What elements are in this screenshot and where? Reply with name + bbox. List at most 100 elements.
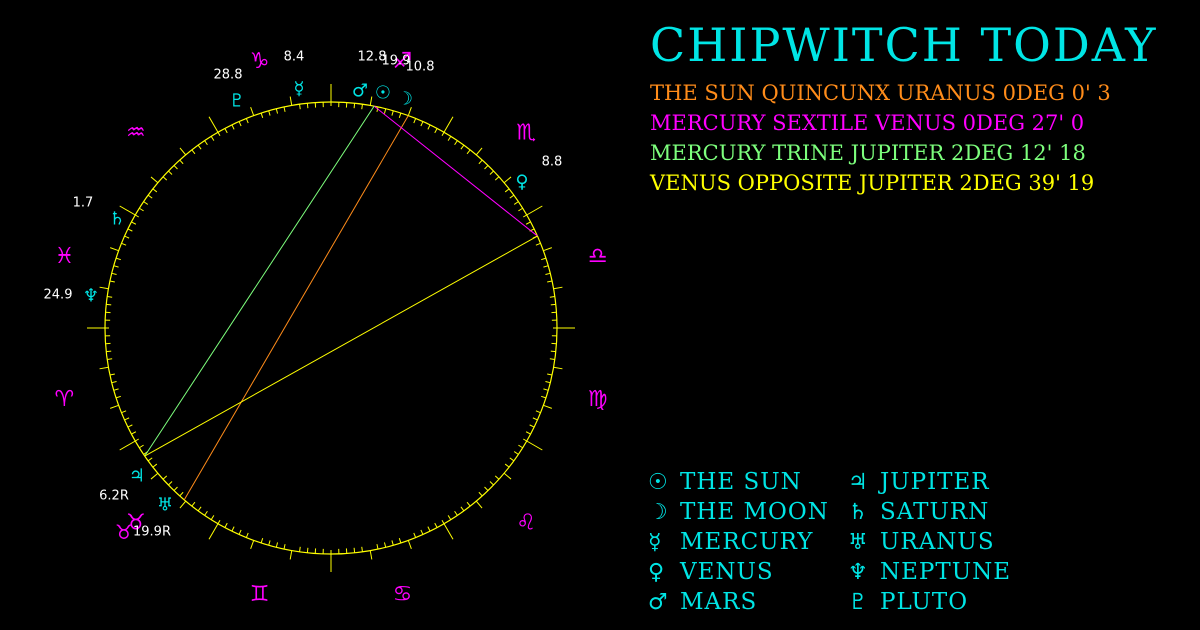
degree-tick	[466, 501, 471, 507]
degree-tick	[361, 104, 363, 110]
uranus-icon: ♅	[157, 495, 173, 516]
degree-tick	[535, 242, 541, 246]
degree-tick	[383, 108, 387, 114]
degree-tick	[549, 358, 555, 360]
saturn-icon: ♄	[848, 499, 868, 525]
degree-tick	[204, 510, 208, 516]
legend-label: MERCURY	[680, 529, 814, 555]
pluto-icon: ♇	[229, 91, 245, 112]
legend-label: JUPITER	[880, 469, 990, 495]
degree-tick	[162, 176, 168, 181]
degree-tick	[504, 188, 510, 193]
degree-tick	[208, 116, 221, 136]
degree-tick	[210, 515, 215, 520]
leo-icon: ♌	[516, 511, 536, 536]
legend-label: MARS	[680, 589, 758, 615]
degree-tick	[478, 159, 483, 165]
degree-tick	[441, 116, 454, 136]
degree-tick	[369, 550, 373, 560]
virgo-icon: ♍	[588, 387, 608, 412]
degree-tick	[224, 128, 228, 134]
degree-tick	[115, 257, 121, 261]
degree-tick	[204, 140, 208, 146]
degree-tick	[152, 463, 158, 468]
aspect-line-venus-jupiter	[144, 235, 538, 457]
saturn-degree-label: 1.7	[73, 196, 94, 211]
legend-item-mars: ♂ MARS	[648, 587, 757, 617]
mercury-icon: ☿	[293, 79, 304, 100]
degree-tick	[447, 515, 452, 520]
degree-tick	[547, 280, 553, 283]
degree-tick	[478, 491, 483, 497]
jupiter-icon: ♃	[129, 466, 145, 487]
degree-tick	[250, 107, 255, 116]
degree-tick	[489, 481, 494, 486]
degree-tick	[550, 303, 556, 306]
sun-icon: ☉	[375, 83, 391, 104]
degree-tick	[460, 144, 465, 150]
pluto-icon: ♇	[848, 589, 868, 615]
moon-icon: ☽	[397, 89, 413, 110]
degree-tick	[543, 247, 552, 252]
degree-tick	[119, 438, 139, 451]
sagittarius-icon: ♐	[393, 49, 413, 74]
degree-tick	[115, 395, 121, 399]
degree-tick	[376, 544, 379, 550]
degree-tick	[179, 159, 184, 165]
aspect-mercury-trine-jupiter: MERCURY TRINE JUPITER 2DEG 12' 18	[650, 141, 1086, 165]
taurus-icon: ♉	[115, 520, 133, 544]
degree-tick	[553, 286, 563, 290]
degree-tick	[231, 526, 235, 532]
degree-tick	[113, 265, 119, 268]
degree-tick	[441, 520, 454, 540]
degree-tick	[109, 373, 115, 376]
degree-tick	[523, 438, 543, 451]
aspect-sun-quincunx-uranus: THE SUN QUINCUNX URANUS 0DEG 0' 3	[650, 81, 1111, 105]
degree-tick	[131, 431, 137, 435]
degree-tick	[549, 296, 555, 298]
degree-tick	[503, 176, 512, 184]
mars-icon: ♂	[352, 81, 368, 102]
degree-tick	[106, 303, 112, 306]
sun_deg-degree-label: 19.9	[382, 54, 411, 69]
legend-item-jupiter: ♃ JUPITER	[848, 467, 990, 497]
astrology-chart-wheel: ♑♐♏♎♍♌♋♊♉♈♓♒☉☽10.8☿8.4♀8.8♂12.8♃6.2R♄1.7…	[44, 49, 608, 607]
degree-tick	[447, 136, 452, 141]
planet-legend: ☉ THE SUN ☽ THE MOON ☿ MERCURY ♀ VENUS ♂…	[648, 467, 1188, 617]
legend-item-neptune: ♆ NEPTUNE	[848, 557, 1011, 587]
degree-tick	[139, 444, 144, 449]
degree-tick	[179, 500, 187, 509]
aspect-line-mercury-jupiter	[144, 105, 375, 457]
zodiac-circle	[104, 101, 558, 555]
degree-tick	[119, 205, 139, 218]
degree-tick	[107, 358, 113, 360]
degree-tick	[543, 265, 549, 268]
degree-tick	[299, 546, 301, 552]
degree-tick	[139, 207, 144, 212]
legend-label: NEPTUNE	[880, 559, 1012, 585]
jupiter-icon: ♃	[848, 469, 868, 495]
degree-tick	[197, 506, 202, 512]
degree-tick	[121, 242, 127, 246]
uranus-degree-label: 19.9R	[133, 525, 171, 540]
degree-tick	[413, 118, 417, 124]
legend-item-sun: ☉ THE SUN	[648, 467, 802, 497]
degree-tick	[110, 404, 119, 409]
gemini-icon: ♊	[250, 582, 270, 607]
neptune-icon: ♆	[83, 286, 99, 307]
legend-label: THE SUN	[680, 469, 802, 495]
degree-tick	[543, 404, 552, 409]
scorpio-icon: ♏	[516, 120, 536, 145]
degree-tick	[427, 526, 431, 532]
degree-tick	[460, 506, 465, 512]
degree-tick	[245, 532, 249, 538]
degree-tick	[191, 501, 196, 507]
saturn-icon: ♄	[109, 209, 125, 230]
degree-tick	[106, 350, 112, 353]
libra-icon: ♎	[588, 244, 608, 269]
taurus-icon: ♉	[126, 511, 146, 536]
degree-tick	[509, 457, 515, 462]
degree-tick	[550, 350, 556, 353]
degree-tick	[353, 547, 356, 553]
degree-tick	[545, 380, 551, 384]
